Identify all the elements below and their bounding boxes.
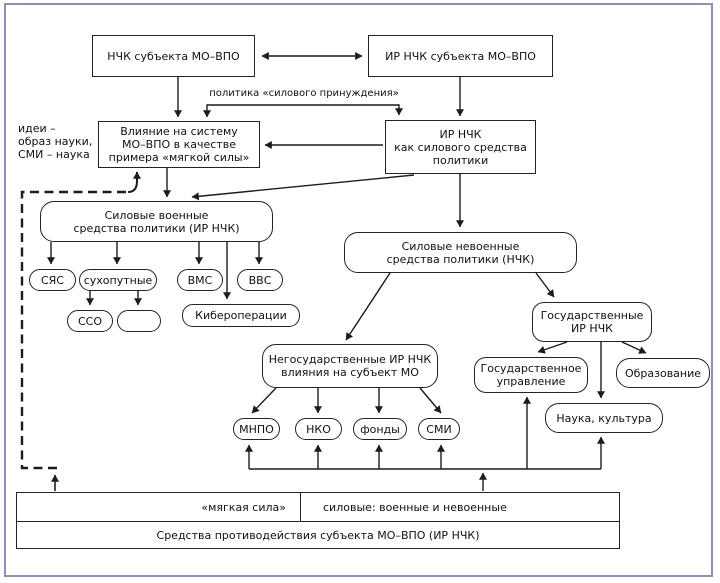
node-sukhoputnye: сухопутные: [79, 269, 157, 291]
node-kiberoperacii: Кибероперации: [182, 304, 300, 327]
node-vlijanie-myagkaya-sila: Влияние на систему МО–ВПО в качестве при…: [98, 121, 260, 168]
edge-politika-bracket: [203, 104, 403, 118]
edge-gosir-gosupr: [537, 341, 568, 354]
footer-table: «мягкая сила» силовые: военные и невоенн…: [16, 492, 620, 549]
footer-row-types: «мягкая сила» силовые: военные и невоенн…: [17, 493, 619, 522]
label-politika-prinuzhdeniya: политика «силового принуждения»: [209, 88, 399, 99]
footer-row-counteraction: Средства противодействия субъекта МО–ВПО…: [17, 522, 619, 548]
edge-negos-mnpo: [251, 387, 277, 414]
node-fondy: фонды: [353, 418, 407, 440]
node-vvs: ВВС: [237, 269, 283, 291]
footer-cell-silovye: силовые: военные и невоенные: [301, 493, 619, 521]
edge-ir-to-voennye: [191, 174, 415, 201]
edge-negos-smi: [419, 387, 442, 414]
node-empty-pill: [117, 310, 161, 332]
node-ir-nchk-silovoe-sredstvo: ИР НЧК как силового средства политики: [385, 120, 536, 174]
node-ir-nchk-subject: ИР НЧК субъекта МО–ВПО: [368, 35, 553, 77]
node-gos-upravlenie: Государственное управление: [474, 357, 588, 393]
node-nko: НКО: [295, 418, 342, 440]
label-idei-obraz-nauki: идеи – образ науки, СМИ – наука: [18, 122, 93, 161]
node-obrazovanie: Образование: [616, 358, 710, 388]
edge-nevoennye-gosir: [535, 272, 555, 298]
footer-sredstva-label: Средства противодействия субъекта МО–ВПО…: [156, 528, 480, 542]
edge-feedback-arrow-top: [127, 171, 141, 193]
edge-gosir-obraz: [621, 341, 647, 354]
node-nauka-kultura: Наука, культура: [545, 403, 663, 433]
node-mnpo: МНПО: [233, 418, 280, 440]
footer-cell-myagkaya-sila: «мягкая сила»: [17, 493, 301, 521]
node-vms: ВМС: [177, 269, 223, 291]
node-sso: ССО: [67, 310, 113, 332]
node-negos-ir-nchk: Негосударственные ИР НЧК влияния на субъ…: [262, 344, 438, 388]
node-smi: СМИ: [418, 418, 460, 440]
edge-feedback-dashed: [20, 190, 128, 470]
edge-nevoennye-negos: [345, 272, 391, 341]
node-silovye-nevoennye: Силовые невоенные средства политики (НЧК…: [344, 232, 577, 273]
node-silovye-voennye: Силовые военные средства политики (ИР НЧ…: [40, 201, 273, 242]
footer-myagkaya-sila-label: «мягкая сила»: [201, 500, 286, 514]
node-sjas: СЯС: [29, 269, 76, 291]
node-nchk-subject: НЧК субъекта МО–ВПО: [92, 35, 255, 77]
node-gos-ir-nchk: Государственные ИР НЧК: [532, 302, 652, 342]
footer-silovye-label: силовые: военные и невоенные: [323, 500, 507, 514]
